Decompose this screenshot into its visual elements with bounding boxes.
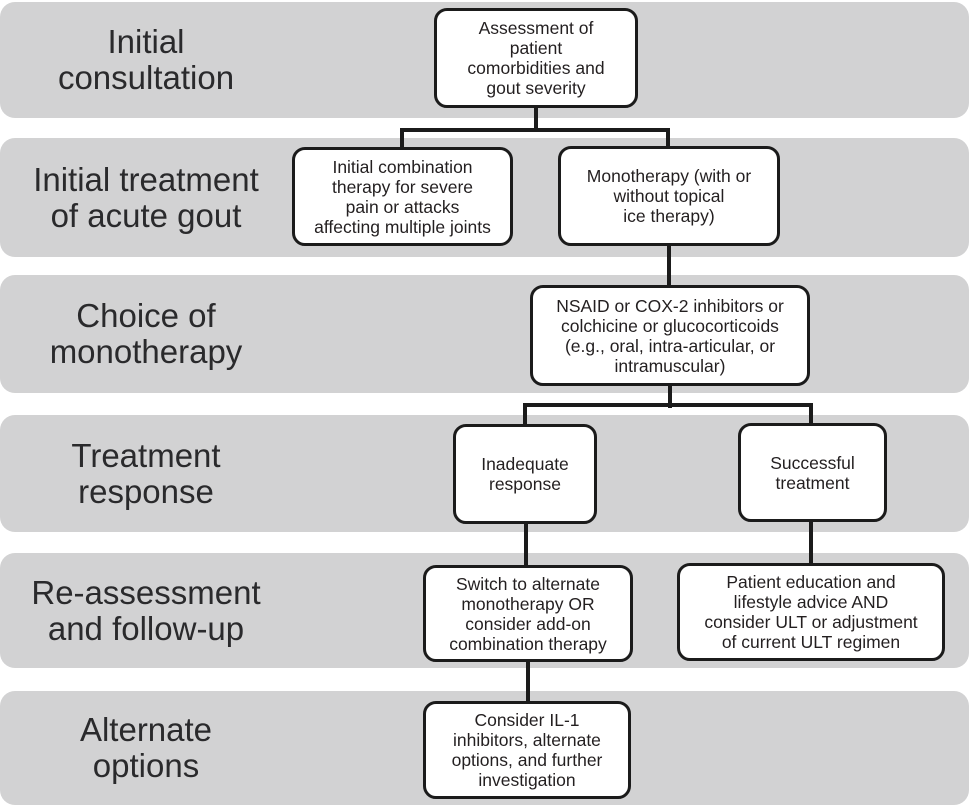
node-nsaid-options: NSAID or COX-2 inhibitors or colchicine … [530,285,810,386]
stage-label-treatment-response: Treatment response [71,436,221,510]
connector-to-successful [809,403,813,425]
node-patient-education: Patient education and lifestyle advice A… [677,563,945,661]
node-assessment: Assessment of patient comorbidities and … [434,8,638,108]
stage-label-choice-of-monotherapy: Choice of monotherapy [49,297,243,370]
connector-inadequate-to-switch [524,522,528,567]
node-monotherapy: Monotherapy (with or without topical ice… [558,146,780,246]
connector-monotherapy-to-nsaid [667,244,671,287]
connector-successful-to-education [809,520,813,565]
node-combination-therapy: Initial combination therapy for severe p… [292,147,513,246]
stage-label-reassessment: Re-assessment and follow-up [31,573,261,647]
connector-assessment-split [400,128,670,132]
connector-nsaid-down [668,384,672,408]
connector-switch-to-il1 [526,660,530,703]
connector-assessment-down [534,106,538,130]
node-switch-monotherapy: Switch to alternate monotherapy OR consi… [423,565,633,662]
stage-label-initial-consultation: Initial consultation [57,23,235,96]
stage-label-initial-treatment: Initial treatment of acute gout [33,160,259,234]
connector-to-combination [400,128,404,149]
node-il1-inhibitors: Consider IL-1 inhibitors, alternate opti… [423,701,631,799]
connector-nsaid-split [523,403,813,407]
connector-to-monotherapy [666,128,670,148]
node-successful-treatment: Successful treatment [738,423,887,522]
stage-label-alternate-options: Alternate options [79,711,213,784]
connector-to-inadequate [523,403,527,426]
node-inadequate-response: Inadequate response [453,424,597,524]
